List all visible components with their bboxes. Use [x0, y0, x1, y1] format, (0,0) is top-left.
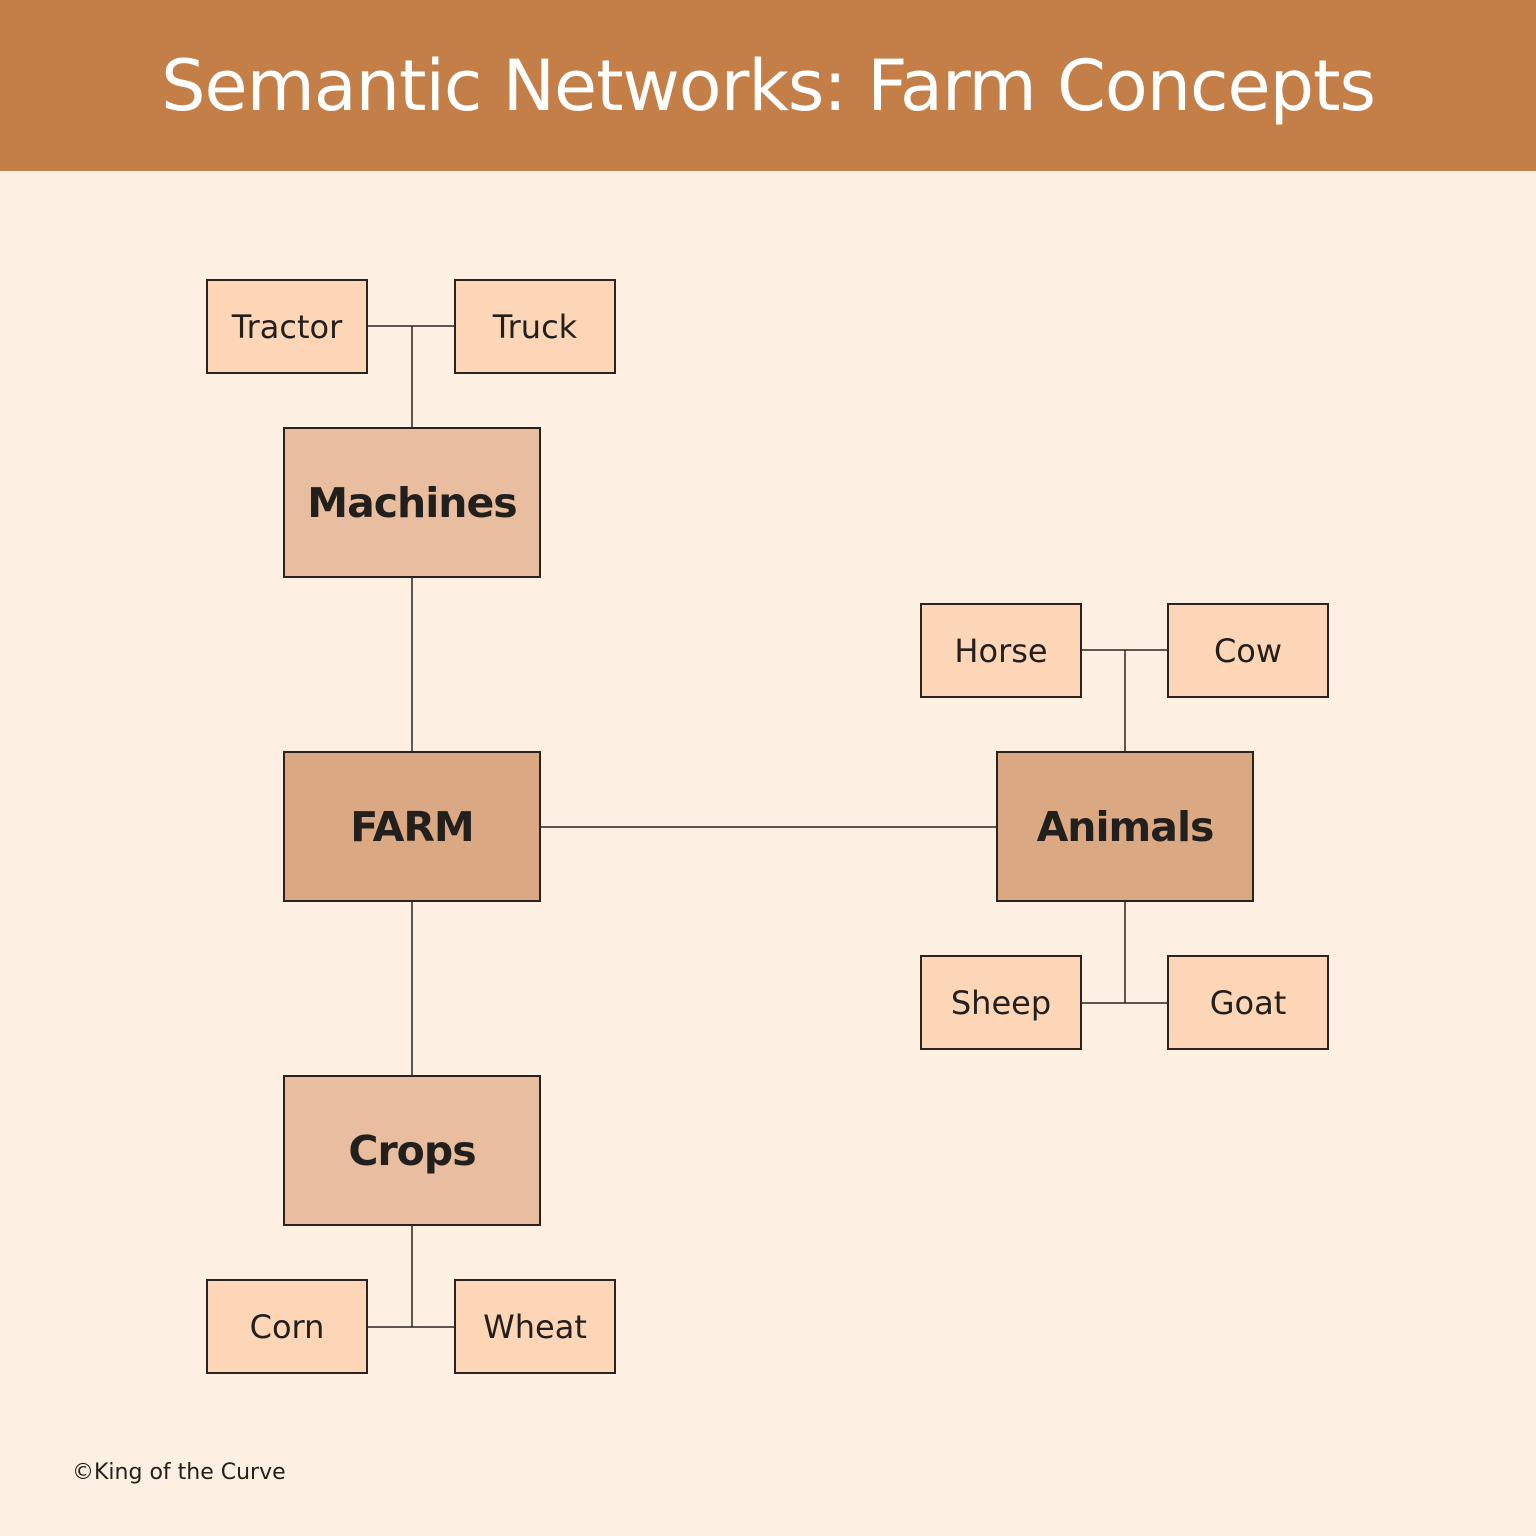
node-corn: Corn: [206, 1279, 368, 1374]
node-crops: Crops: [283, 1075, 541, 1226]
copyright-credit: ©King of the Curve: [72, 1460, 286, 1485]
node-truck: Truck: [454, 279, 616, 374]
node-cow: Cow: [1167, 603, 1329, 698]
page-title: Semantic Networks: Farm Concepts: [161, 44, 1376, 127]
node-tractor: Tractor: [206, 279, 368, 374]
node-sheep: Sheep: [920, 955, 1082, 1050]
node-wheat: Wheat: [454, 1279, 616, 1374]
node-machines: Machines: [283, 427, 541, 578]
node-animals: Animals: [996, 751, 1254, 902]
node-goat: Goat: [1167, 955, 1329, 1050]
node-farm: FARM: [283, 751, 541, 902]
title-banner: Semantic Networks: Farm Concepts: [0, 0, 1536, 171]
node-horse: Horse: [920, 603, 1082, 698]
